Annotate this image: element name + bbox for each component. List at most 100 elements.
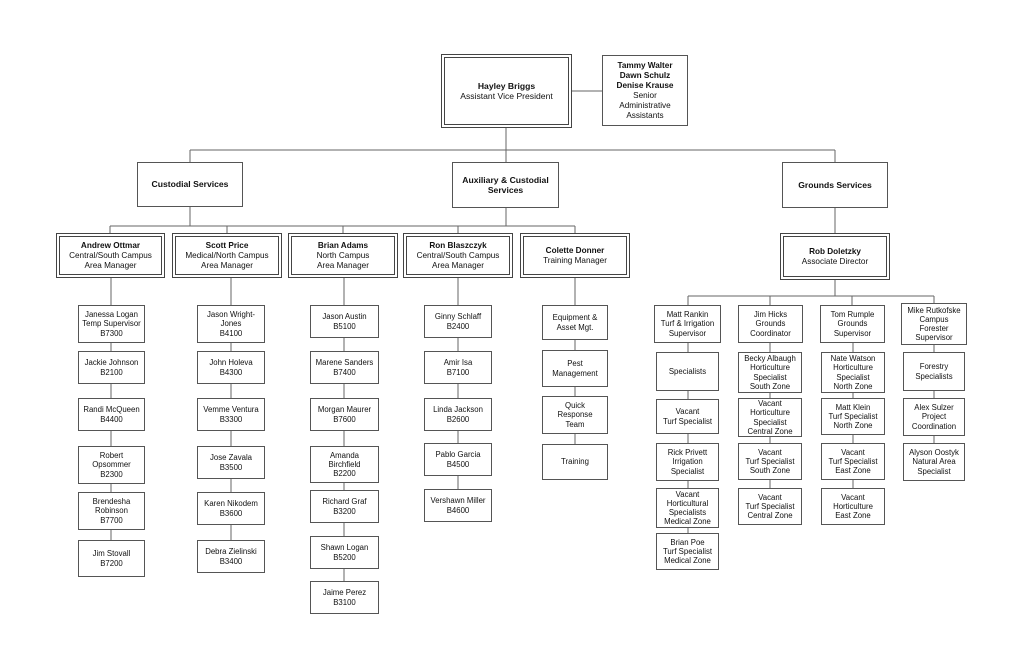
grounds-staff-line: Matt Klein xyxy=(835,402,871,412)
grounds-staff-line: Turf Specialist xyxy=(745,501,795,511)
staff-box: Pablo Garcia B4500 xyxy=(424,443,492,476)
grounds-staff-box: Vacant Horticulture East Zone xyxy=(821,488,885,525)
staff-line: Jason Austin xyxy=(322,312,367,322)
root-box: Hayley Briggs Assistant Vice President xyxy=(444,57,569,125)
grounds-staff-box: Becky Albaugh Horticulture Specialist So… xyxy=(738,352,802,393)
manager-scott-price: Scott Price Medical/North Campus Area Ma… xyxy=(175,236,279,275)
grounds-staff-line: Specialist xyxy=(917,466,951,476)
grounds-head-line: Grounds xyxy=(755,319,786,329)
staff-line: B7400 xyxy=(333,367,356,377)
grounds-staff-line: Vacant xyxy=(841,492,865,502)
dept-label: Custodial Services xyxy=(151,179,229,190)
staff-line: B3500 xyxy=(219,462,243,472)
grounds-staff-line: Specialist xyxy=(670,466,705,476)
manager-title-line: Area Manager xyxy=(317,260,369,270)
grounds-staff-box: Vacant Turf Specialist South Zone xyxy=(738,443,802,480)
function-box: Equipment & Asset Mgt. xyxy=(542,305,608,340)
grounds-staff-line: Becky Albaugh xyxy=(744,354,796,364)
staff-line: John Holeva xyxy=(209,358,253,368)
grounds-head-line: Matt Rankin xyxy=(666,310,709,320)
grounds-staff-line: Central Zone xyxy=(747,426,793,436)
staff-line: Amanda xyxy=(329,450,360,460)
grounds-staff-box: Vacant Turf Specialist Central Zone xyxy=(738,488,802,525)
staff-box: John Holeva B4300 xyxy=(197,351,265,384)
grounds-staff-line: Turf Specialist xyxy=(662,416,713,426)
assistants-title-line: Senior xyxy=(633,90,657,100)
manager-colette-donner: Colette Donner Training Manager xyxy=(523,236,627,275)
grounds-staff-line: Turf Specialist xyxy=(828,411,878,421)
function-line: Asset Mgt. xyxy=(556,322,594,332)
manager-title-line: Central/South Campus xyxy=(69,250,152,260)
staff-line: B7300 xyxy=(100,328,123,338)
staff-line: B4600 xyxy=(446,505,470,515)
grounds-staff-line: Vacant xyxy=(841,447,865,457)
grounds-staff-box: Specialists xyxy=(656,352,719,391)
staff-line: Debra Zielinski xyxy=(205,547,257,557)
staff-line: B3400 xyxy=(219,556,243,566)
staff-box: Jim Stovall B7200 xyxy=(78,540,145,577)
grounds-staff-line: Turf Specialist xyxy=(828,456,878,466)
staff-line: Pablo Garcia xyxy=(435,450,481,460)
grounds-head-line: Tom Rumple xyxy=(830,310,875,320)
staff-box: Robert Opsommer B2300 xyxy=(78,446,145,484)
manager-title-line: Area Manager xyxy=(201,260,253,270)
grounds-head-line: Mike Rutkofske xyxy=(907,305,961,315)
staff-line: Vemme Ventura xyxy=(203,405,259,415)
staff-line: B2300 xyxy=(100,469,123,479)
grounds-staff-box: Alyson Oostyk Natural Area Specialist xyxy=(903,443,965,481)
staff-line: B4100 xyxy=(219,328,243,338)
staff-line: Richard Graf xyxy=(322,497,367,507)
staff-box: Jackie Johnson B2100 xyxy=(78,351,145,384)
grounds-staff-line: Alex Sulzer xyxy=(914,403,954,413)
dept-label: Auxiliary & Custodial Services xyxy=(462,174,549,195)
assistants-title-line: Assistants xyxy=(626,110,664,120)
grounds-head-line: Jim Hicks xyxy=(753,310,788,320)
grounds-head-line: Turf & Irrigation xyxy=(660,319,715,329)
staff-box: Vershawn Miller B4600 xyxy=(424,489,492,522)
grounds-head-line: Supervisor xyxy=(833,328,872,338)
function-line: Training xyxy=(561,457,589,467)
staff-box: Jose Zavala B3500 xyxy=(197,446,265,479)
assistants-box: Tammy Walter Dawn Schulz Denise Krause S… xyxy=(602,55,688,126)
root-name: Hayley Briggs xyxy=(477,80,536,91)
grounds-staff-line: Alyson Oostyk xyxy=(909,448,959,458)
staff-line: Jim Stovall xyxy=(92,549,131,559)
grounds-staff-line: Specialists xyxy=(668,366,707,376)
assistant-name: Tammy Walter xyxy=(617,60,673,70)
dept-auxiliary-custodial-services: Auxiliary & Custodial Services xyxy=(452,162,559,208)
staff-line: Morgan Maurer xyxy=(317,405,372,415)
staff-line: B7100 xyxy=(446,367,470,377)
staff-line: B4500 xyxy=(446,459,470,469)
grounds-staff-line: Vacant xyxy=(758,447,782,457)
staff-line: Marene Sanders xyxy=(315,358,374,368)
grounds-head-line: Coordinator xyxy=(750,328,791,338)
staff-line: B3200 xyxy=(333,506,356,516)
grounds-staff-line: Vacant xyxy=(758,399,782,409)
assistant-name: Denise Krause xyxy=(616,80,674,90)
manager-name: Ron Blaszczyk xyxy=(429,240,487,250)
manager-title-line: Area Manager xyxy=(84,260,137,270)
staff-line: B2600 xyxy=(446,414,470,424)
manager-name: Colette Donner xyxy=(545,245,605,255)
grounds-staff-line: Horticulture xyxy=(833,501,873,511)
staff-line: Jason Wright- xyxy=(207,310,255,320)
staff-box: Jaime Perez B3100 xyxy=(310,581,379,614)
staff-box: Jason Wright- Jones B4100 xyxy=(197,305,265,343)
grounds-staff-line: Nate Watson xyxy=(830,354,876,364)
grounds-staff-line: Turf Specialist xyxy=(662,546,713,556)
staff-line: Opsommer xyxy=(92,460,131,470)
function-line: Quick xyxy=(565,401,585,411)
function-box: Quick Response Team xyxy=(542,396,608,434)
staff-line: Amir Isa xyxy=(443,358,473,368)
staff-box: Vemme Ventura B3300 xyxy=(197,398,265,431)
staff-line: B3600 xyxy=(219,508,243,518)
dept-grounds-services: Grounds Services xyxy=(782,162,888,208)
grounds-staff-line: South Zone xyxy=(749,381,791,391)
staff-box: Linda Jackson B2600 xyxy=(424,398,492,431)
staff-box: Randi McQueen B4400 xyxy=(78,398,145,431)
dept-custodial-services: Custodial Services xyxy=(137,162,243,207)
grounds-staff-line: North Zone xyxy=(833,381,873,391)
manager-title-line: Central/South Campus xyxy=(416,250,500,260)
function-line: Management xyxy=(552,368,598,378)
grounds-staff-line: Natural Area xyxy=(912,457,956,467)
